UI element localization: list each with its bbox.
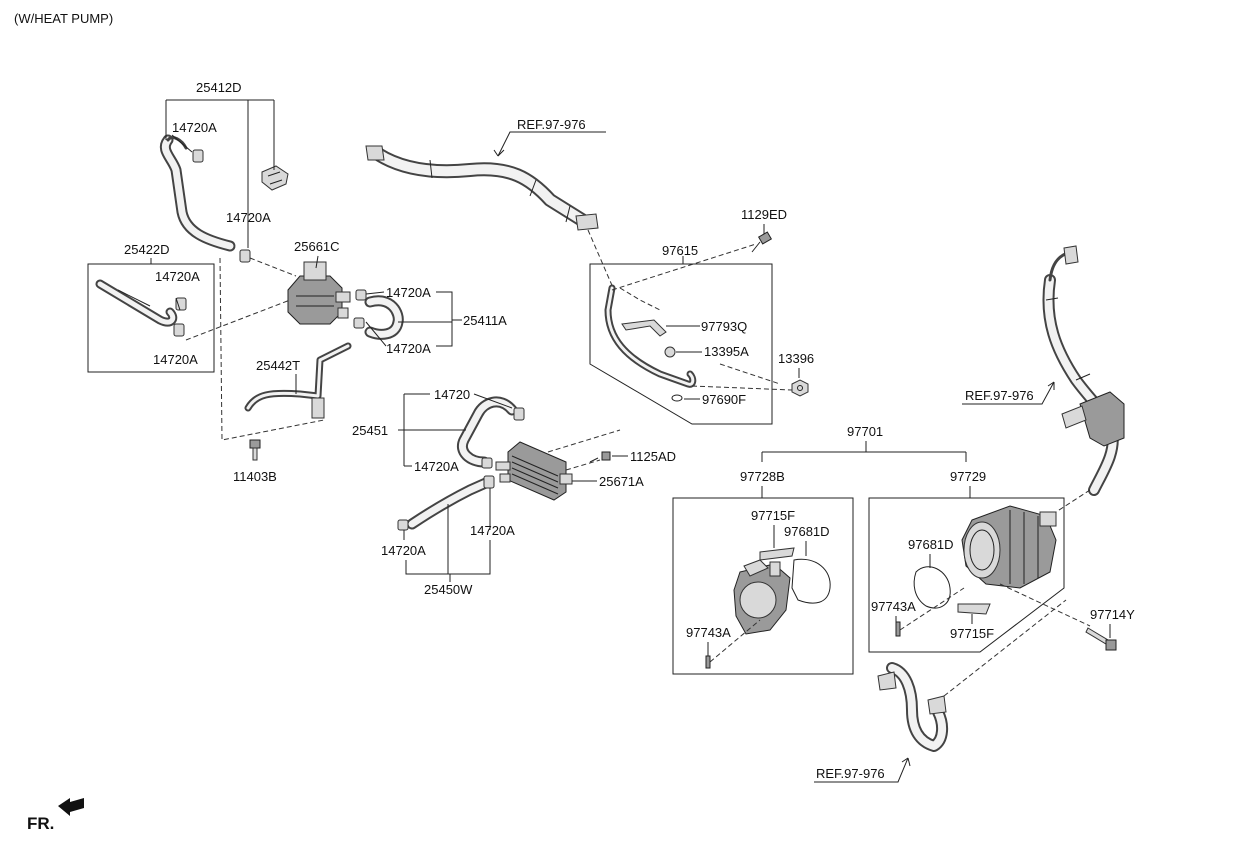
label-14720A: 14720A [172,120,217,135]
label-14720A: 14720A [153,352,198,367]
label-14720A: 14720A [470,523,515,538]
label-97690F: 97690F [702,392,746,407]
label-14720A: 14720A [155,269,200,284]
label-97743A: 97743A [686,625,731,640]
diagram-title: (W/HEAT PUMP) [14,11,113,26]
label-13396: 13396 [778,351,814,366]
front-direction-arrow-icon [58,798,84,816]
label-14720: 14720 [434,387,470,402]
fr-label: FR. [27,814,54,833]
box-25422D [87,258,215,373]
bolt-1125AD [589,451,611,463]
hose-25450W [397,475,495,531]
ref-label-right[interactable]: REF.97-976 [965,388,1034,403]
label-97701: 97701 [847,424,883,439]
ref-hose-top [365,145,599,231]
label-14720A: 14720A [414,459,459,474]
label-14720A: 14720A [226,210,271,225]
label-1125AD: 1125AD [630,449,676,464]
box-97615 [589,243,793,425]
box-97728B [672,497,854,675]
label-14720A: 14720A [386,285,431,300]
label-25671A: 25671A [599,474,644,489]
label-25442T: 25442T [256,358,300,373]
label-97743A: 97743A [871,599,916,614]
label-25412D: 25412D [196,80,242,95]
nut-13396 [791,379,809,397]
ref-label-top[interactable]: REF.97-976 [517,117,586,132]
label-97615: 97615 [662,243,698,258]
hose-25451 [457,396,525,469]
label-25661C: 25661C [294,239,340,254]
label-13395A: 13395A [704,344,749,359]
label-14720A: 14720A [386,341,431,356]
box-97729 [868,497,1091,653]
label-97681D: 97681D [908,537,954,552]
clamp-14720A-top [192,149,204,163]
valve-25661C [287,261,351,325]
label-97715F: 97715F [751,508,795,523]
label-97715F: 97715F [950,626,994,641]
label-25451: 25451 [352,423,388,438]
label-11403B: 11403B [233,469,277,484]
ref-label-bottom[interactable]: REF.97-976 [816,766,885,781]
bolt-11403B [249,439,261,461]
pipe-25442T [244,342,352,419]
label-97729: 97729 [950,469,986,484]
label-25411A: 25411A [463,313,507,328]
ref-hose-right [1042,245,1125,496]
label-97681D: 97681D [784,524,830,539]
label-25450W: 25450W [424,582,473,597]
connector-top-right [261,165,289,191]
clamp-14720A-lower [239,249,251,263]
label-14720A: 14720A [381,543,426,558]
label-25422D: 25422D [124,242,170,257]
bolt-1129ED [751,231,773,253]
label-1129ED: 1129ED [741,207,787,222]
chiller-25671A [495,441,573,501]
ref-hose-bottom [877,662,949,752]
label-97714Y: 97714Y [1090,607,1135,622]
bolt-97714Y [1085,627,1117,651]
label-97728B: 97728B [740,469,785,484]
label-97793Q: 97793Q [701,319,747,334]
